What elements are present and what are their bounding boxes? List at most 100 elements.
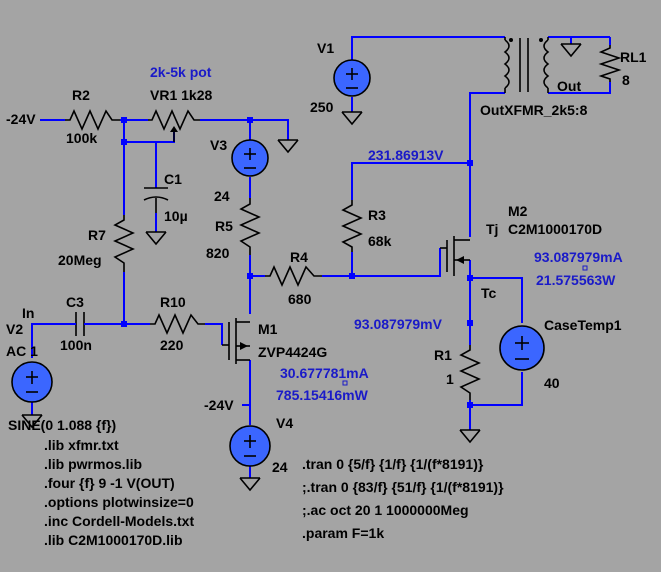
voltage-source-casetemp[interactable] bbox=[499, 325, 545, 371]
potentiometer-vr1[interactable] bbox=[148, 109, 200, 142]
c1-name: C1 bbox=[164, 171, 182, 187]
directive-line[interactable]: .lib xfmr.txt bbox=[44, 437, 119, 453]
out-net-label: Out bbox=[557, 78, 581, 94]
casetemp-name: CaseTemp1 bbox=[544, 317, 622, 333]
m1-power: 785.15416mW bbox=[276, 387, 369, 403]
mosfet-m2[interactable] bbox=[440, 236, 470, 276]
v4-name: V4 bbox=[276, 415, 293, 431]
v4-value: 24 bbox=[272, 459, 288, 475]
r10-value: 220 bbox=[160, 337, 184, 353]
junction bbox=[467, 275, 473, 281]
node-voltage: 231.86913V bbox=[368, 147, 444, 163]
r1-value: 1 bbox=[446, 371, 454, 387]
junction bbox=[121, 321, 127, 327]
rl1-name: RL1 bbox=[620, 49, 647, 65]
wire-v1-primary bbox=[351, 36, 505, 60]
ground-v2 bbox=[21, 414, 43, 429]
m1-model: ZVP4424G bbox=[258, 344, 327, 360]
r4-name: R4 bbox=[290, 249, 308, 265]
wire-r10-gate bbox=[205, 323, 223, 345]
wire-primary-drain bbox=[469, 92, 505, 237]
pot-note: 2k-5k pot bbox=[150, 64, 212, 80]
capacitor-c3[interactable] bbox=[70, 312, 90, 336]
labels: V1 250 OutXFMR_2k5:8 RL1 8 Out 2k-5k pot… bbox=[6, 40, 647, 475]
r10-name: R10 bbox=[160, 294, 186, 310]
wire-casetemp-bottom bbox=[470, 372, 523, 406]
wire-input bbox=[31, 323, 70, 358]
junction bbox=[247, 117, 253, 123]
junctions bbox=[121, 117, 473, 408]
resistor-r5[interactable] bbox=[239, 198, 261, 255]
resistor-rl1[interactable] bbox=[598, 45, 622, 82]
c1-value: 10µ bbox=[164, 208, 188, 224]
resistor-r2[interactable] bbox=[65, 109, 120, 131]
ground-symbols bbox=[21, 43, 582, 492]
directive-line[interactable]: .options plotwinsize=0 bbox=[44, 494, 194, 510]
junction bbox=[467, 320, 473, 326]
capacitor-c1[interactable] bbox=[143, 187, 169, 213]
v3-value: 24 bbox=[214, 188, 230, 204]
junction bbox=[467, 402, 473, 408]
r5-value: 820 bbox=[206, 245, 230, 261]
probe-markers bbox=[342, 265, 588, 386]
vr1-label: VR1 1k28 bbox=[150, 87, 212, 103]
ground-c1 bbox=[145, 231, 167, 246]
r2-value: 100k bbox=[66, 130, 97, 146]
m2-tj: Tj bbox=[486, 221, 498, 237]
r4-value: 680 bbox=[288, 291, 312, 307]
directives-left: .lib xfmr.txt .lib pwrmos.lib .four {f} … bbox=[44, 437, 194, 548]
m2-power: 21.575563W bbox=[536, 272, 616, 288]
resistor-r7[interactable] bbox=[113, 215, 135, 272]
resistor-r1[interactable] bbox=[459, 345, 481, 400]
r3-value: 68k bbox=[368, 233, 392, 249]
voltage-source-v3[interactable] bbox=[231, 139, 269, 177]
resistor-r3[interactable] bbox=[341, 200, 363, 252]
m2-name: M2 bbox=[508, 203, 528, 219]
sine-spec: SINE(0 1.088 {f}) bbox=[8, 417, 116, 433]
v1-value: 250 bbox=[310, 99, 334, 115]
m1-current: 30.677781mA bbox=[280, 365, 369, 381]
ground-v1 bbox=[341, 111, 363, 126]
wire-vr1-ground bbox=[200, 119, 289, 140]
junction bbox=[121, 117, 127, 123]
directive-line[interactable]: .inc Cordell-Models.txt bbox=[44, 513, 194, 529]
ground-secondary bbox=[560, 43, 582, 58]
voltage-source-v2[interactable] bbox=[11, 361, 53, 403]
in-net-label: In bbox=[22, 305, 34, 321]
v2-name: V2 bbox=[6, 321, 23, 337]
mosfet-m1[interactable] bbox=[222, 318, 250, 364]
v2-ac: AC 1 bbox=[6, 343, 38, 359]
resistor-r10[interactable] bbox=[150, 313, 205, 335]
directive-line[interactable]: .lib pwrmos.lib bbox=[44, 456, 142, 472]
junction bbox=[247, 273, 253, 279]
r7-name: R7 bbox=[88, 227, 106, 243]
junction bbox=[467, 160, 473, 166]
directive-line[interactable]: .param F=1k bbox=[302, 525, 384, 541]
voltage-source-v1[interactable] bbox=[333, 59, 371, 97]
directive-line[interactable]: .tran 0 {5/f} {1/f} {1/(f*8191)} bbox=[302, 456, 484, 472]
directive-line[interactable]: ;.ac oct 20 1 1000000Meg bbox=[302, 502, 469, 518]
voltage-source-v4[interactable] bbox=[229, 425, 271, 467]
m2-model: C2M1000170D bbox=[508, 221, 602, 237]
r3-name: R3 bbox=[368, 207, 386, 223]
r7-value: 20Meg bbox=[58, 252, 102, 268]
v3-name: V3 bbox=[210, 137, 227, 153]
wire-casetemp-top bbox=[470, 277, 523, 323]
resistor-r4[interactable] bbox=[265, 265, 322, 287]
transformer-outxfmr[interactable] bbox=[503, 37, 550, 93]
m2-current: 93.087979mA bbox=[534, 249, 623, 265]
directive-line[interactable]: .lib C2M1000170D.lib bbox=[44, 532, 183, 548]
ground-r1 bbox=[459, 429, 481, 444]
directive-line[interactable]: .four {f} 9 -1 V(OUT) bbox=[44, 475, 175, 491]
casetemp-value: 40 bbox=[544, 375, 560, 391]
source-voltage: 93.087979mV bbox=[354, 316, 443, 332]
ground-v4 bbox=[239, 477, 261, 492]
c3-value: 100n bbox=[60, 337, 92, 353]
rl1-value: 8 bbox=[622, 72, 630, 88]
wire-r3-top bbox=[351, 162, 470, 200]
directive-line[interactable]: ;.tran 0 {83/f} {51/f} {1/(f*8191)} bbox=[302, 479, 504, 495]
directives-right: .tran 0 {5/f} {1/f} {1/(f*8191)} ;.tran … bbox=[302, 456, 504, 541]
